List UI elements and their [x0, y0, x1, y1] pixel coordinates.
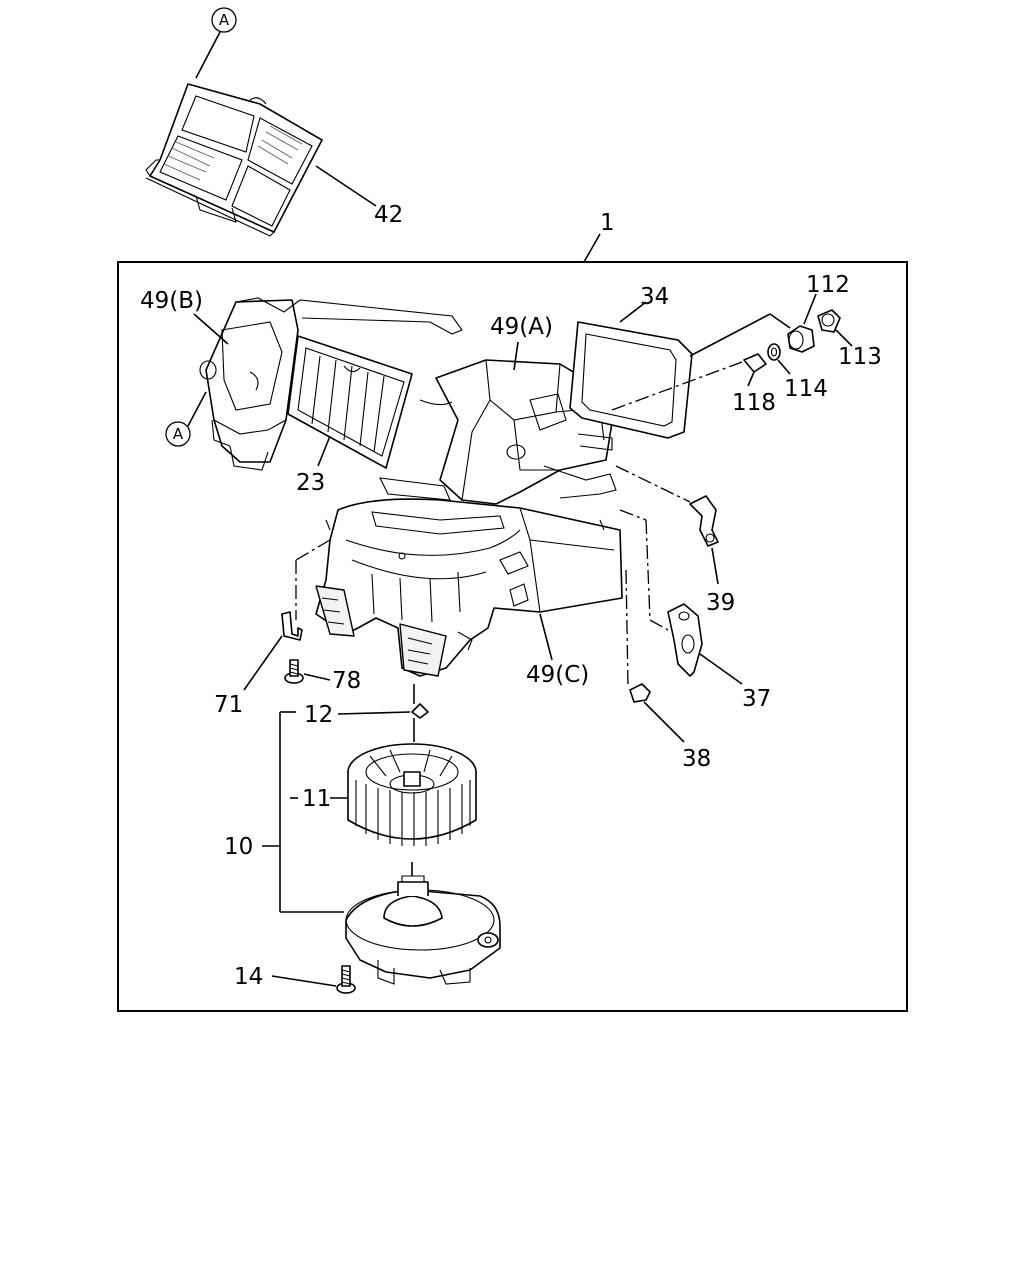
- filter-mesh-texture: [163, 125, 303, 181]
- callout-118: 118: [732, 390, 776, 416]
- callout-34: 34: [640, 284, 669, 310]
- gasket-part-37: [667, 603, 703, 677]
- callout-37: 37: [742, 686, 771, 712]
- connector-part-112: [787, 325, 815, 353]
- leader-78: [303, 673, 331, 681]
- callout-78: 78: [332, 668, 361, 694]
- leader-49c: [539, 613, 553, 661]
- leader-bracket-b: [769, 313, 791, 329]
- callout-112: 112: [806, 272, 850, 298]
- callout-38: 38: [682, 746, 711, 772]
- callout-10: 10: [224, 834, 253, 860]
- callout-49b: 49(B): [140, 288, 203, 314]
- callout-113: 113: [838, 344, 882, 370]
- callout-11: 11: [302, 786, 331, 812]
- filter-element-part-23: [287, 335, 413, 469]
- leader-38: [643, 701, 685, 743]
- callout-42: 42: [374, 202, 403, 228]
- leader-1: [583, 233, 601, 263]
- leader-14: [271, 975, 337, 987]
- ref-marker-a-top-text: A: [219, 11, 230, 29]
- leader-49a: [513, 341, 519, 371]
- leader-118: [747, 371, 755, 387]
- callout-71: 71: [214, 692, 243, 718]
- ref-marker-a-left-text: A: [173, 425, 184, 443]
- assembly-axis-39: [615, 465, 691, 503]
- screw-part-14: [336, 965, 356, 994]
- leader-42: [315, 165, 377, 207]
- callout-12: 12: [304, 702, 333, 728]
- leader-49b: [193, 313, 229, 345]
- leader-23: [317, 435, 331, 467]
- grommet-part-114: [767, 343, 781, 361]
- leader-39: [711, 547, 719, 585]
- leader-37: [699, 653, 743, 685]
- clip-part-38: [629, 683, 651, 703]
- intake-case-49b: [199, 297, 463, 471]
- assembly-axis-38: [625, 569, 629, 687]
- callout-49a: 49(A): [490, 314, 553, 340]
- bracket-part-39: [689, 495, 719, 547]
- upper-case-49a: [379, 359, 617, 505]
- leader-114: [777, 359, 791, 375]
- callout-23: 23: [296, 470, 325, 496]
- clip-part-118: [743, 353, 767, 373]
- callout-14: 14: [234, 964, 263, 990]
- air-filter-part-42: [145, 83, 323, 237]
- callout-49c: 49(C): [526, 662, 589, 688]
- callout-1: 1: [600, 210, 615, 236]
- leader-34: [619, 301, 647, 323]
- leader-12: [337, 711, 411, 715]
- clip-part-12: [411, 703, 429, 719]
- assembly-axis-37-drop: [645, 519, 651, 621]
- blower-motor-part-10: [345, 862, 501, 985]
- assembly-boundary-box: [117, 261, 908, 1012]
- cap-part-113: [817, 309, 841, 333]
- callout-39: 39: [706, 590, 735, 616]
- screw-part-78: [284, 659, 304, 684]
- assembly-axis-37-end: [649, 619, 669, 631]
- leader-112: [803, 293, 817, 325]
- callout-114: 114: [784, 376, 828, 402]
- assembly-axis-71: [295, 539, 331, 561]
- leader-bracket-a: [689, 313, 771, 357]
- clip-part-71: [281, 611, 303, 641]
- ref-marker-a-top: A: [195, 7, 237, 79]
- leader-71: [243, 635, 283, 691]
- assembly-axis-37: [619, 509, 647, 521]
- leader-113: [835, 329, 853, 347]
- blower-housing-49c: [315, 498, 623, 677]
- ref-marker-a-left: A: [165, 391, 207, 447]
- seal-part-34: [569, 321, 693, 439]
- assembly-axis-small-parts: [611, 361, 743, 411]
- fan-wheel-part-11: [347, 743, 477, 846]
